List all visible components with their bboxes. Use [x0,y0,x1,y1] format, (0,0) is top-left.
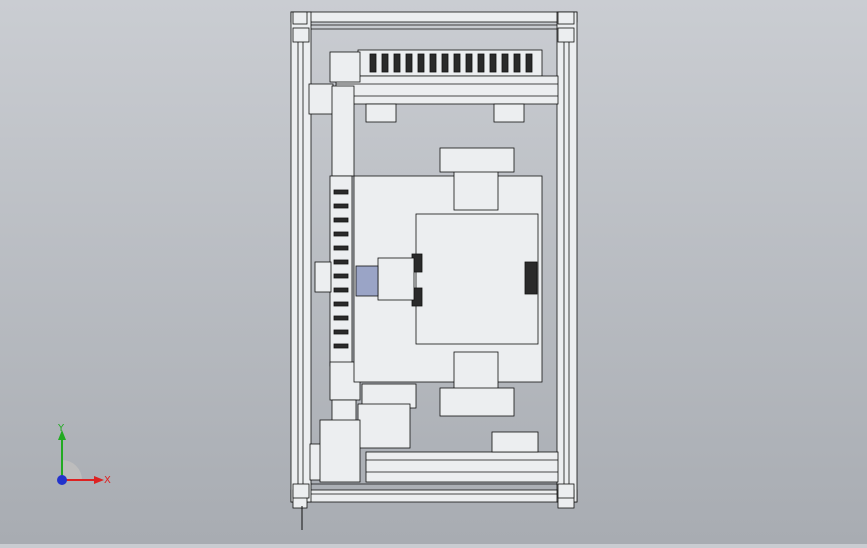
table-lower-support [453,351,499,393]
left-axis-side-bracket [314,261,332,293]
top-motor-mount [308,83,334,115]
frame-corner-bracket-tl [292,11,308,25]
coordinate-triad: Y X [57,423,111,486]
frame-joint-tl [292,27,310,43]
top-rail-bracket-left [365,103,397,123]
frame-joint-br [557,483,575,499]
triad-y-label: Y [57,423,65,434]
left-axis-top-carriage [329,51,361,83]
top-rail-bracket-right [493,103,525,123]
upper-slide-block [439,147,515,173]
triad-x-arrow [94,476,104,484]
frame-bottom-rail [290,489,578,503]
triad-y-arrow [58,430,66,440]
frame-corner-bracket-tr [557,11,575,25]
lower-slide-block [439,387,515,417]
triad-z-axis-dot [57,475,67,485]
bottom-linear-module [309,383,559,483]
top-linear-module [308,49,559,123]
triad-xy-plane [62,460,82,480]
frame-top-rail [290,11,578,23]
bottom-rail-body [365,451,559,483]
workpiece-fixture [415,213,539,345]
top-rail-body [335,75,559,105]
bottom-left-carriage [319,419,361,483]
left-axis-upper-rail [331,85,355,177]
bottom-rail-bracket [491,431,539,453]
top-drag-chain [357,49,543,77]
center-table [353,147,543,417]
triad-x-label: X [104,475,111,486]
outer-frame [290,11,578,509]
bottom-motor-assembly [357,403,411,449]
frame-joint-bl [292,483,310,499]
table-upper-support [453,169,499,211]
frame-joint-tr [557,27,575,43]
gripper-body [355,265,379,297]
fixture-clamp-right [524,261,538,295]
gripper-arm [377,257,415,301]
frame-left-rail [290,11,312,503]
frame-right-rail [556,11,578,503]
